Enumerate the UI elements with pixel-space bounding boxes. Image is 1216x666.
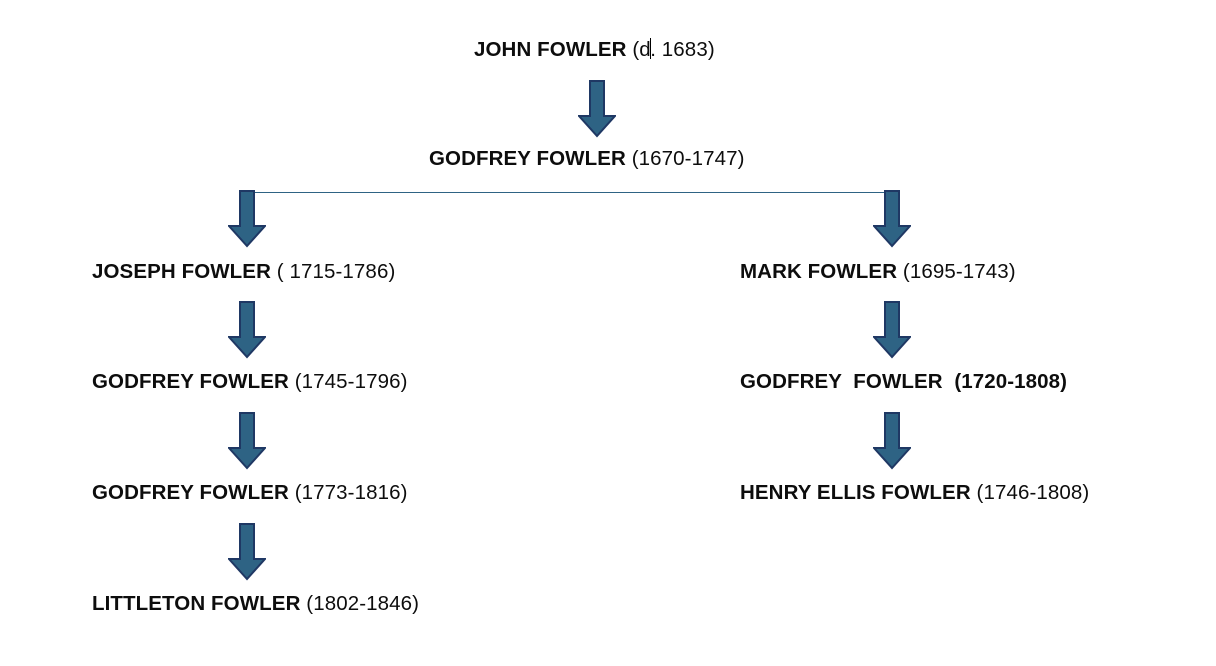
down-arrow-icon (228, 190, 266, 248)
node-name: MARK FOWLER (740, 260, 903, 283)
down-arrow-icon (228, 523, 266, 581)
node-godfrey-fowler-1773[interactable]: GODFREY FOWLER (1773-1816) (92, 481, 408, 504)
node-dates: ( 1715-1786) (276, 260, 396, 283)
node-dates-post-caret: . 1683) (650, 38, 715, 61)
node-name: GODFREY FOWLER (92, 370, 295, 393)
node-name: GODFREY FOWLER (740, 370, 955, 393)
node-name: GODFREY FOWLER (92, 481, 295, 504)
down-arrow-icon (873, 301, 911, 359)
node-name: JOHN FOWLER (474, 38, 633, 61)
node-name: JOSEPH FOWLER (92, 260, 277, 283)
node-godfrey-fowler-1745[interactable]: GODFREY FOWLER (1745-1796) (92, 370, 408, 393)
node-dates: (1802-1846) (306, 592, 420, 615)
node-godfrey-fowler-1670[interactable]: GODFREY FOWLER (1670-1747) (429, 147, 745, 170)
node-dates-pre-caret: (d (632, 38, 651, 61)
down-arrow-icon (873, 190, 911, 248)
node-mark-fowler[interactable]: MARK FOWLER (1695-1743) (740, 260, 1016, 283)
node-dates: (1745-1796) (294, 370, 408, 393)
node-dates: (1695-1743) (902, 260, 1016, 283)
branch-connector-line (247, 192, 892, 193)
down-arrow-icon (873, 412, 911, 470)
node-john-fowler[interactable]: JOHN FOWLER (d. 1683) (474, 38, 715, 61)
down-arrow-icon (228, 412, 266, 470)
down-arrow-icon (228, 301, 266, 359)
node-dates: (1670-1747) (631, 147, 745, 170)
node-name: GODFREY FOWLER (429, 147, 632, 170)
node-henry-ellis-fowler[interactable]: HENRY ELLIS FOWLER (1746-1808) (740, 481, 1090, 504)
node-joseph-fowler[interactable]: JOSEPH FOWLER ( 1715-1786) (92, 260, 396, 283)
node-godfrey-fowler-1720[interactable]: GODFREY FOWLER (1720-1808) (740, 370, 1068, 393)
node-name: HENRY ELLIS FOWLER (740, 481, 977, 504)
node-dates: (1773-1816) (294, 481, 408, 504)
node-dates: (1720-1808) (954, 370, 1068, 393)
down-arrow-icon (578, 80, 616, 138)
node-littleton-fowler[interactable]: LITTLETON FOWLER (1802-1846) (92, 592, 420, 615)
text-caret (650, 38, 652, 59)
node-name: LITTLETON FOWLER (92, 592, 307, 615)
node-dates: (1746-1808) (976, 481, 1090, 504)
